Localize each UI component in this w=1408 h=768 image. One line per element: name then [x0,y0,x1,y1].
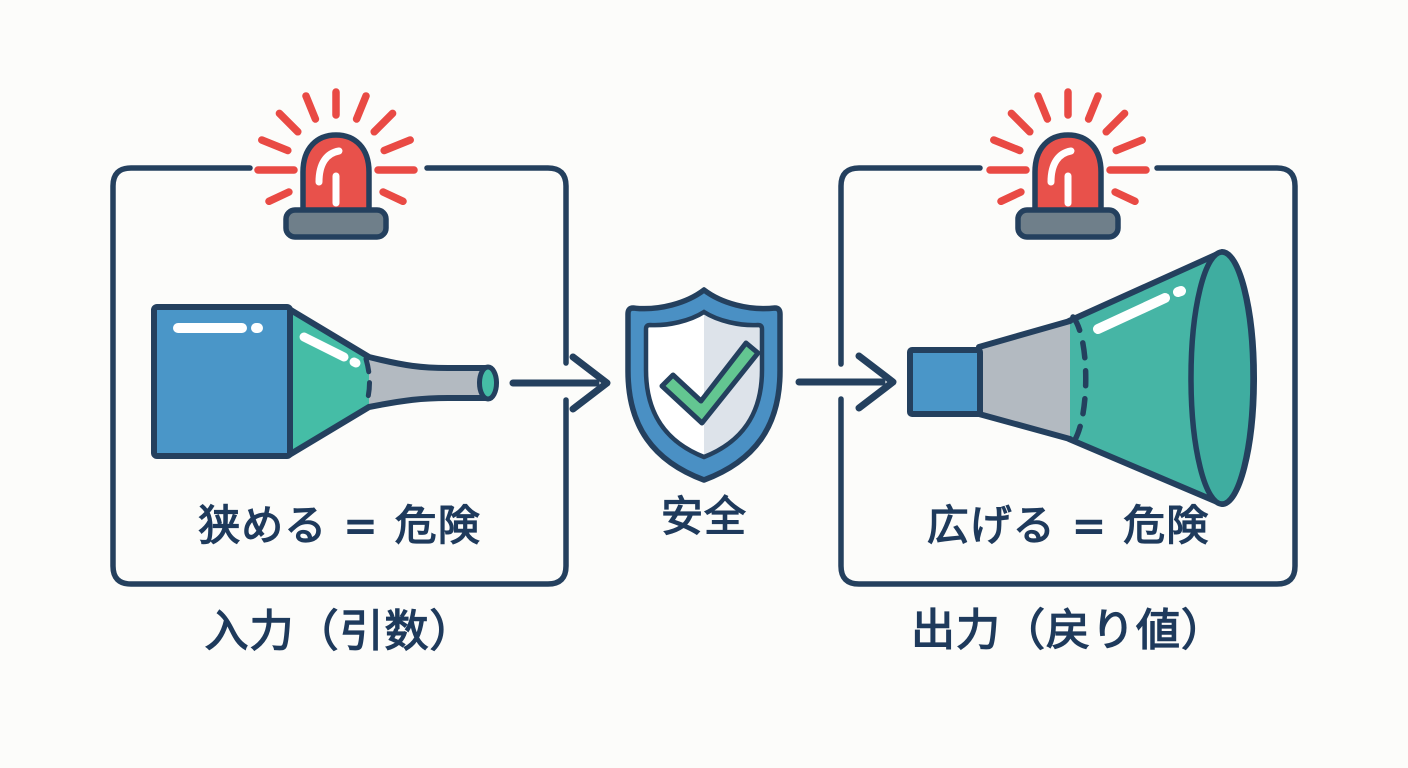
arrow-right-icon [795,352,897,412]
input-inner-label: 狭める = 危険 [198,501,481,550]
shield-check-icon [625,287,783,483]
output-bottom-label: 出力（戻り値） [911,605,1226,656]
output-danger-box [838,165,1298,587]
input-danger-box [110,165,569,587]
siren-icon [258,92,414,237]
arrow-right-icon [509,353,611,413]
siren-icon [990,92,1146,237]
output-inner-label: 広げる = 危険 [926,501,1210,550]
widening-funnel-icon [907,249,1257,507]
safe-label: 安全 [660,492,747,541]
input-bottom-label: 入力（引数） [204,606,475,657]
narrowing-funnel-icon [151,304,499,459]
